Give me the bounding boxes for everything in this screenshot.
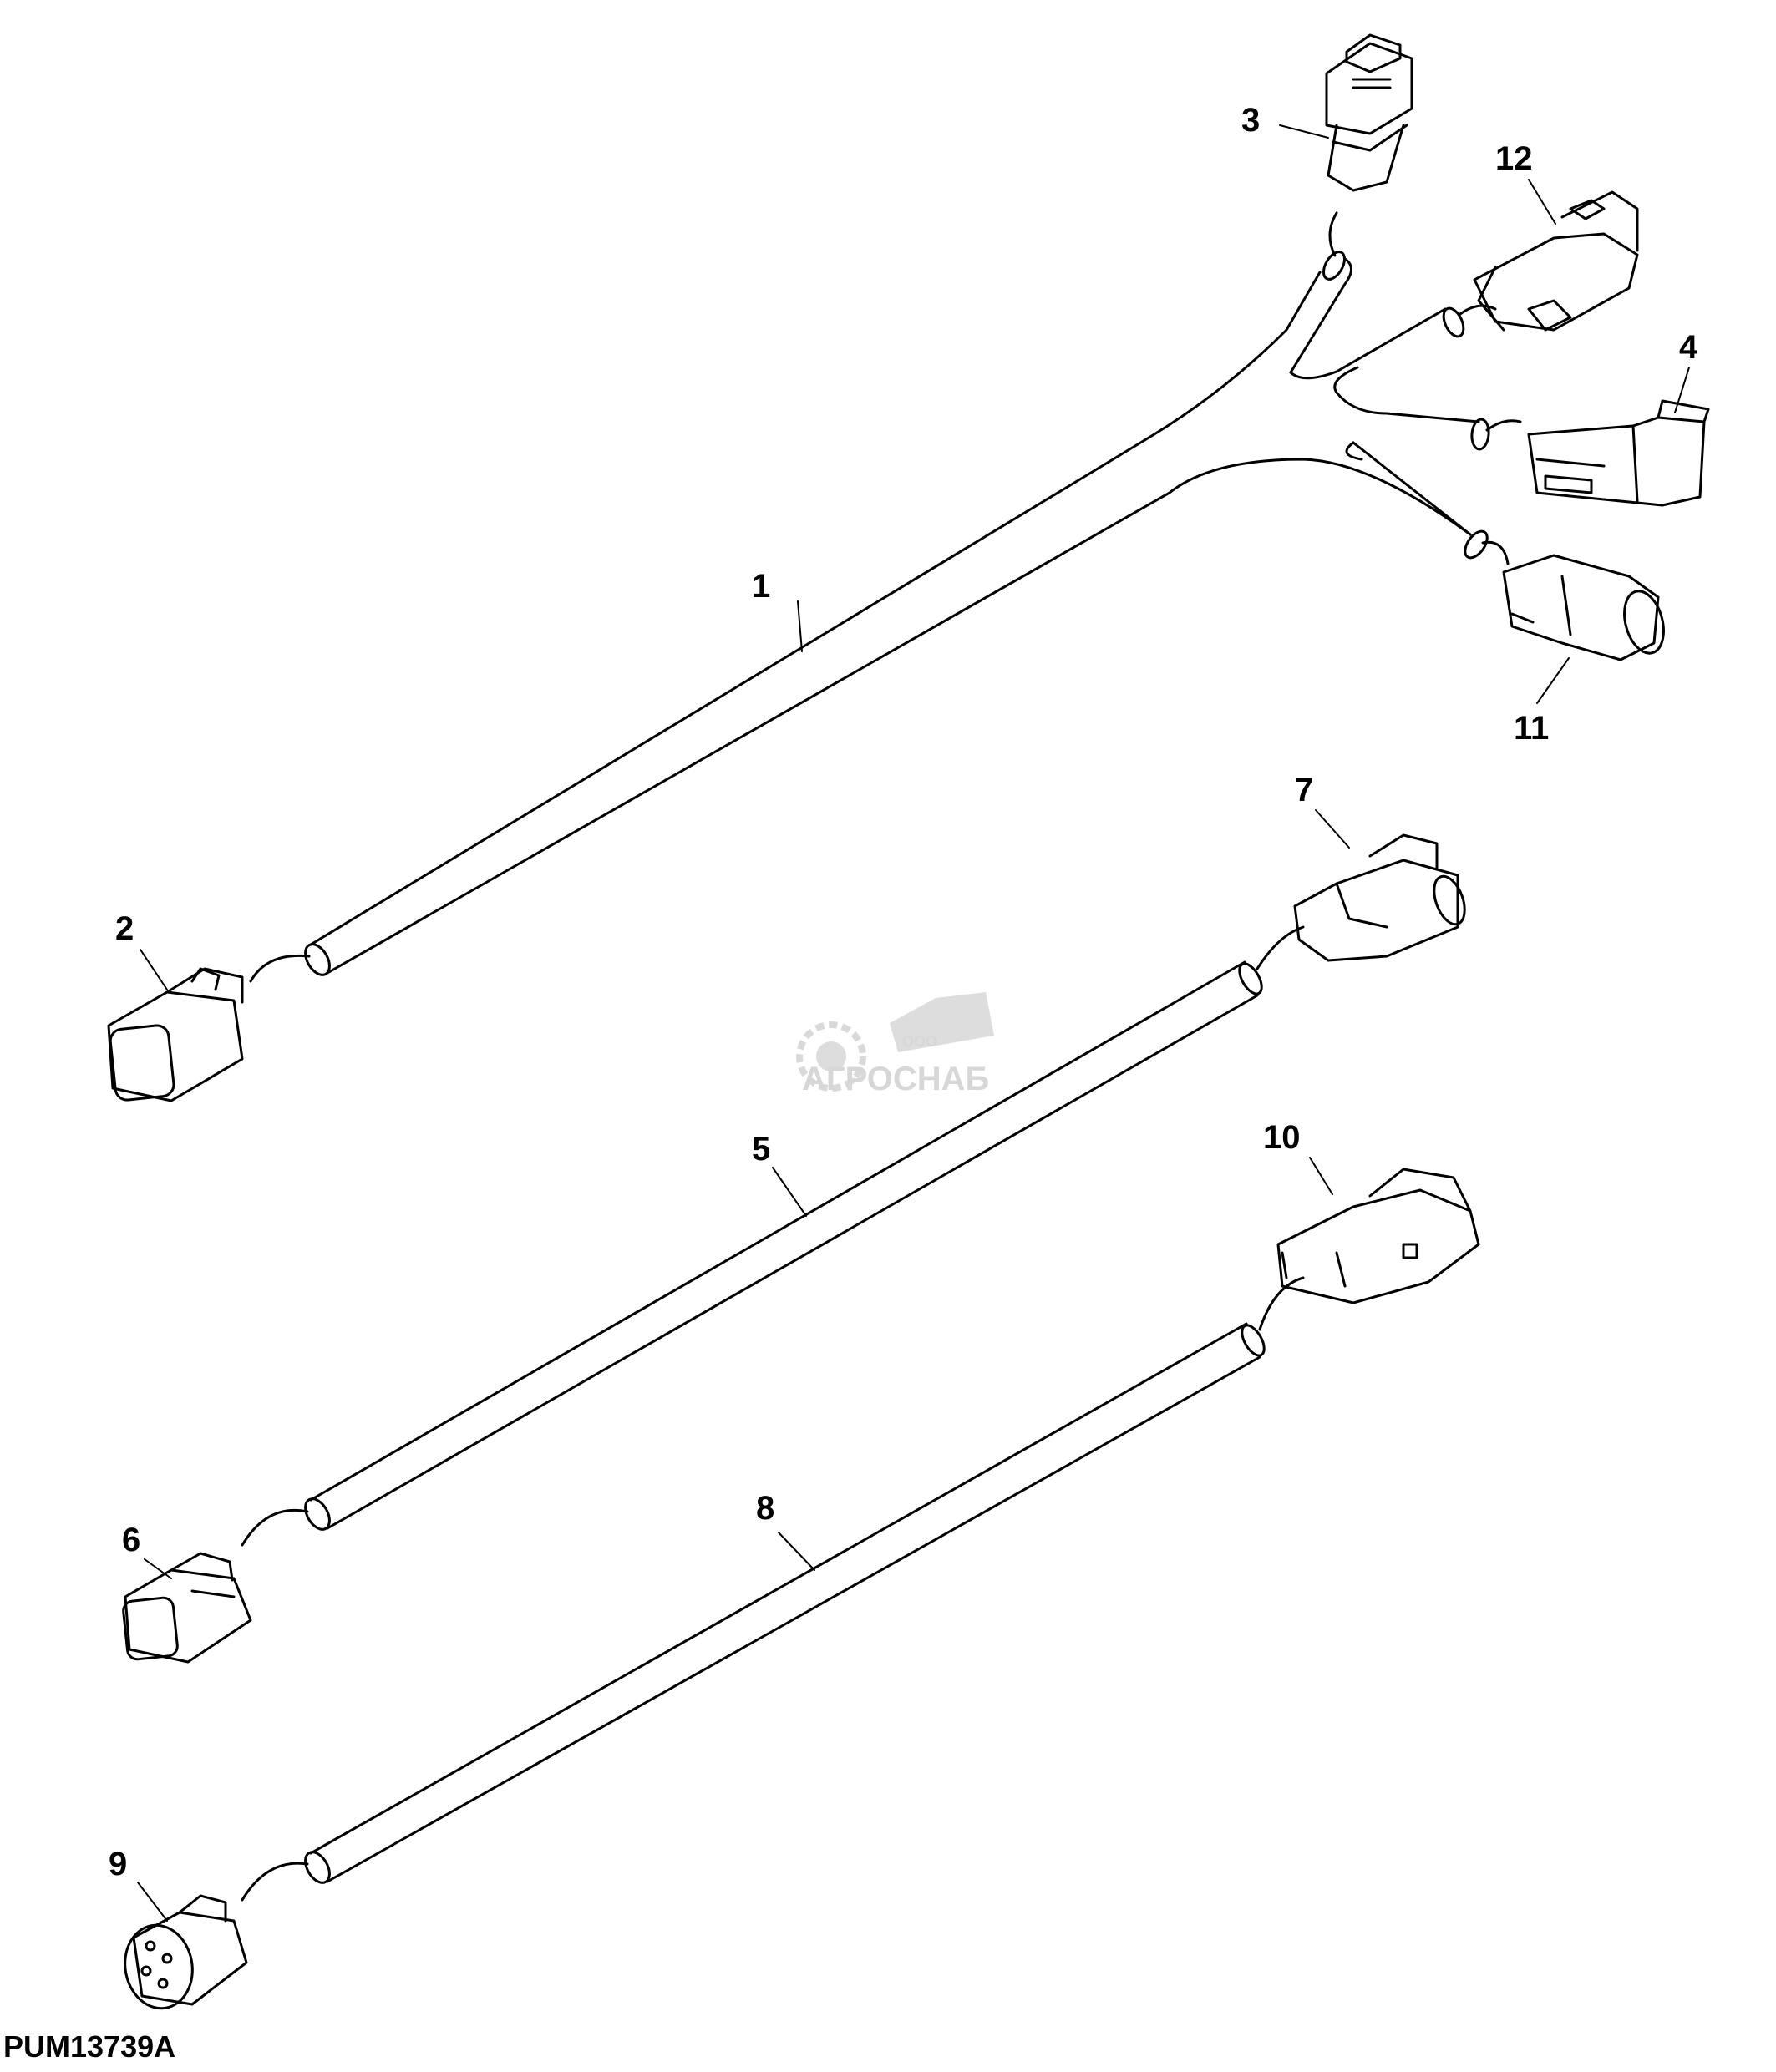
callout-3: 3 [1241, 102, 1261, 139]
harness-5 [241, 925, 1305, 1547]
connector-2 [107, 967, 244, 1102]
callout-12: 12 [1495, 140, 1533, 177]
callout-11: 11 [1514, 710, 1550, 747]
callout-2: 2 [115, 910, 134, 947]
harness-1 [249, 211, 1522, 983]
callout-8: 8 [756, 1490, 775, 1527]
watermark-prefix: ООО [902, 1033, 937, 1050]
connector-6 [122, 1552, 252, 1664]
callout-10: 10 [1263, 1119, 1301, 1156]
watermark: ООО АГРОСНАБ [796, 992, 994, 1097]
connector-3 [1325, 33, 1413, 192]
figure-id: PUM13739A [3, 2029, 176, 2064]
callout-5: 5 [752, 1131, 771, 1168]
leader-lines [137, 124, 1690, 1922]
connector-11 [1502, 554, 1665, 661]
callout-4: 4 [1679, 329, 1698, 366]
callout-7: 7 [1295, 772, 1314, 808]
connector-7 [1293, 833, 1466, 962]
connector-4 [1527, 399, 1710, 507]
connector-9 [124, 1894, 248, 2010]
harness-8 [241, 1276, 1305, 1902]
callout-9: 9 [109, 1846, 128, 1882]
connector-12 [1473, 190, 1639, 332]
watermark-name: АГРОСНАБ [802, 1061, 989, 1097]
callout-6: 6 [122, 1522, 141, 1558]
callout-1: 1 [752, 568, 771, 605]
connector-10 [1276, 1168, 1480, 1304]
